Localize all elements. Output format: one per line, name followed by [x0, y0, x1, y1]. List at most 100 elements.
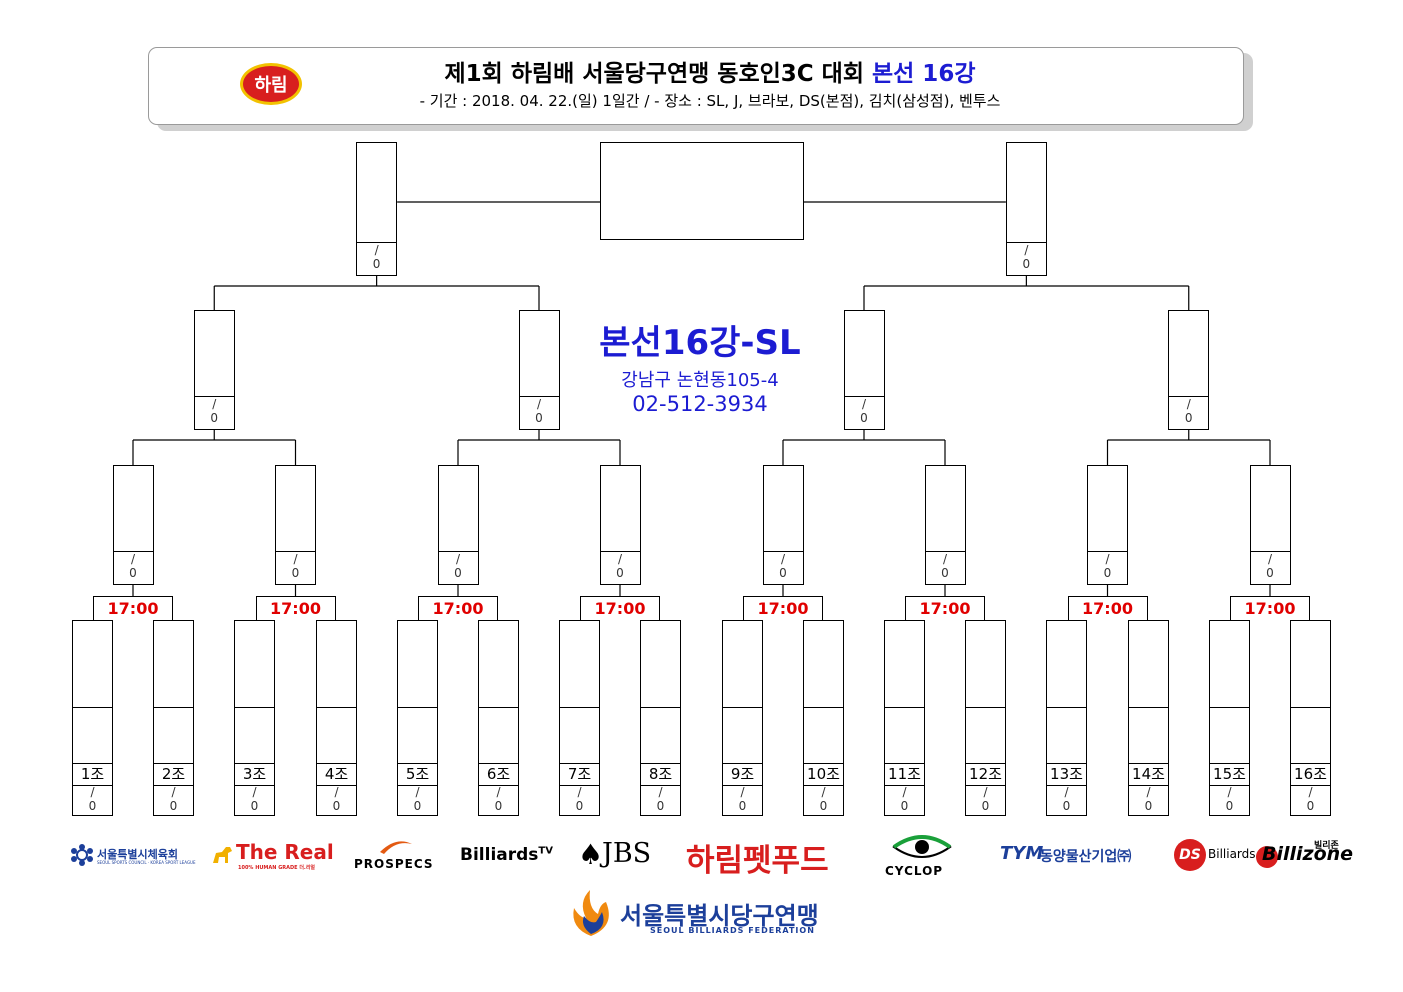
match-time: 17:00 [93, 596, 173, 620]
sponsor-jbs: JBS [602, 838, 652, 869]
name-divider [1047, 707, 1086, 708]
sponsor-federation: 서울특별시당구연맹 [620, 902, 819, 930]
title-main: 제1회 하림배 서울당구연맹 동호인3C 대회 [444, 61, 872, 87]
cyclop-eye-icon [892, 835, 952, 858]
billizone-ball-icon [1256, 846, 1278, 868]
score-cell: /0 [575, 785, 584, 813]
group-box: 15조/0 [1209, 620, 1250, 816]
score-cell: /0 [1144, 785, 1153, 813]
name-divider [641, 707, 680, 708]
sponsor-prospecs: PROSPECS [354, 857, 434, 871]
match-time: 17:00 [1067, 596, 1148, 620]
score-cell: /0 [819, 785, 828, 813]
score-cell: /0 [738, 785, 747, 813]
score-cell: /0 [1169, 396, 1209, 429]
group-box: 14조/0 [1128, 620, 1169, 816]
match-time: 17:00 [905, 596, 985, 620]
seoul-sports-icon [71, 844, 93, 866]
group-box: 13조/0 [1046, 620, 1087, 816]
sponsor-federation-en: SEOUL BILLIARDS FEDERATION [650, 926, 815, 935]
group-label: 16조 [1291, 763, 1330, 786]
group-box: 5조/0 [397, 620, 438, 816]
venue-phone: 02-512-3934 [632, 392, 768, 416]
round-of-8-box: /0 [599, 465, 641, 585]
round-of-8-box: /0 [437, 465, 479, 585]
group-label: 10조 [804, 763, 843, 786]
name-divider [479, 707, 518, 708]
match-time: 17:00 [580, 596, 660, 620]
group-label: 12조 [966, 763, 1005, 786]
name-divider [317, 707, 356, 708]
round-of-8-box: /0 [1249, 465, 1291, 585]
group-box: 3조/0 [234, 620, 275, 816]
semifinal-box: /0 [843, 310, 885, 430]
harim-logo: 하림 [240, 63, 302, 105]
sponsor-cyclop: CYCLOP [885, 864, 944, 878]
final-box: /0 [356, 142, 398, 276]
header-banner [148, 47, 1244, 125]
score-cell: /0 [656, 785, 665, 813]
champion-box [600, 142, 804, 240]
ds-logo: DS [1174, 839, 1206, 871]
group-label: 15조 [1210, 763, 1249, 786]
group-box: 10조/0 [803, 620, 844, 816]
score-cell: /0 [1006, 242, 1046, 275]
group-label: 9조 [723, 763, 762, 786]
score-cell: /0 [169, 785, 178, 813]
billiards-tv-sup: TV [538, 845, 553, 857]
title-highlight: 본선 16강 [871, 61, 976, 87]
group-label: 5조 [398, 763, 437, 786]
name-divider [154, 707, 193, 708]
group-label: 3조 [235, 763, 274, 786]
group-label: 2조 [154, 763, 193, 786]
match-time: 17:00 [418, 596, 498, 620]
sponsor-billizone-kr: 빌리존 [1314, 841, 1339, 851]
group-label: 6조 [479, 763, 518, 786]
name-divider [723, 707, 762, 708]
group-box: 12조/0 [965, 620, 1006, 816]
group-box: 11조/0 [884, 620, 925, 816]
name-divider [560, 707, 599, 708]
group-box: 6조/0 [478, 620, 519, 816]
group-box: 1조/0 [72, 620, 113, 816]
page-title: 제1회 하림배 서울당구연맹 동호인3C 대회 본선 16강 [300, 54, 1120, 88]
name-divider [1291, 707, 1330, 708]
score-cell: /0 [88, 785, 97, 813]
dog-icon [213, 847, 232, 863]
score-cell: /0 [1062, 785, 1071, 813]
round-of-8-box: /0 [112, 465, 154, 585]
semifinal-box: /0 [518, 310, 560, 430]
sponsor-seoul-sports-sub: SEOUL SPORTS COUNCIL · KOREA SPORT LEAGU… [97, 860, 196, 865]
page-subtitle: - 기간 : 2018. 04. 22.(일) 1일간 / - 장소 : SL,… [419, 92, 1001, 110]
score-cell: /0 [194, 396, 234, 429]
name-divider [885, 707, 924, 708]
sponsor-billizone: Billizone [1262, 843, 1354, 865]
match-time: 17:00 [743, 596, 823, 620]
score-cell: /0 [925, 551, 965, 584]
group-label: 1조 [73, 763, 112, 786]
score-cell: /0 [1306, 785, 1315, 813]
venue-address: 강남구 논현동105-4 [621, 370, 779, 391]
semifinal-box: /0 [1168, 310, 1210, 430]
harim-logo-text: 하림 [254, 75, 288, 96]
name-divider [398, 707, 437, 708]
score-cell: /0 [519, 396, 559, 429]
score-cell: /0 [1250, 551, 1290, 584]
tym-logo: TYM [1000, 843, 1044, 864]
group-box: 4조/0 [316, 620, 357, 816]
semifinal-box: /0 [193, 310, 235, 430]
federation-flame-icon [573, 890, 609, 936]
final-box: /0 [1005, 142, 1047, 276]
group-label: 8조 [641, 763, 680, 786]
group-label: 11조 [885, 763, 924, 786]
group-box: 8조/0 [640, 620, 681, 816]
name-divider [804, 707, 843, 708]
score-cell: /0 [357, 242, 397, 275]
sponsor-harim-petfood: 하림펫푸드 [686, 843, 829, 879]
name-divider [1129, 707, 1168, 708]
score-cell: /0 [844, 396, 884, 429]
score-cell: /0 [494, 785, 503, 813]
match-time: 17:00 [1230, 596, 1310, 620]
group-label: 4조 [317, 763, 356, 786]
